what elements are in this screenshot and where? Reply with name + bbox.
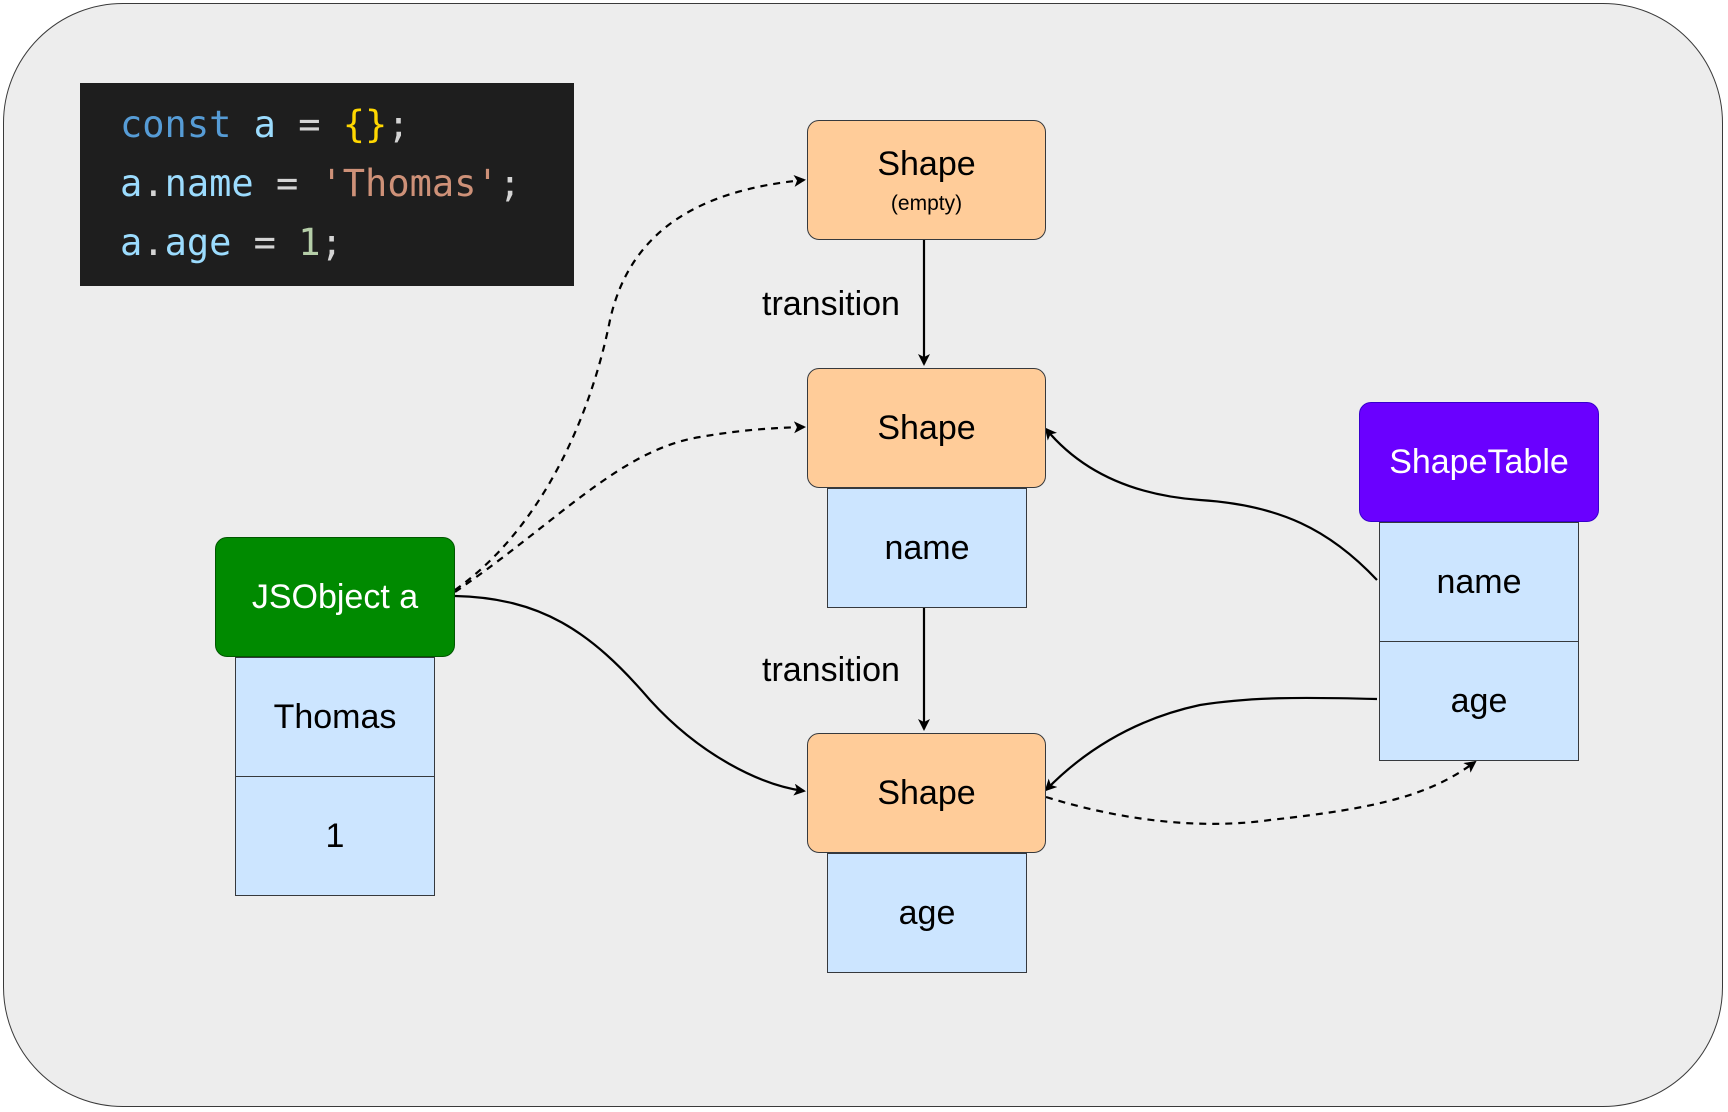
shapetable-entry: age [1379, 641, 1579, 761]
code-token: = [231, 221, 299, 264]
dashed-arrow-to-empty-shape [454, 174, 806, 591]
code-token: = [253, 162, 321, 205]
shapetable-entry: name [1379, 522, 1579, 642]
code-token: 'Thomas' [320, 162, 499, 205]
jsobject-slot: Thomas [235, 657, 435, 777]
code-token: ; [387, 103, 410, 146]
field-label: age [898, 893, 956, 932]
shape-age-node: Shape [807, 733, 1046, 853]
code-token: = [275, 103, 343, 146]
code-token: . [142, 162, 165, 205]
shapetable-age-arrow [1044, 696, 1378, 792]
code-token: {} [342, 103, 388, 146]
slot-value: Thomas [273, 697, 397, 736]
code-token: a [120, 221, 143, 264]
entry-label: age [1450, 681, 1508, 720]
slot-value: 1 [325, 816, 345, 855]
code-token: const [120, 103, 232, 146]
shape-title: Shape [877, 144, 976, 183]
dashed-arrow-to-name-shape [454, 421, 806, 593]
transition-label: transition [762, 285, 900, 323]
code-token: . [142, 221, 165, 264]
code-line: a.age = 1; [120, 213, 574, 272]
jsobject-node: JSObject a [215, 537, 455, 657]
entry-label: name [1436, 562, 1522, 601]
dashed-arrow-shape-to-table [1045, 760, 1477, 825]
shapetable-node: ShapeTable [1359, 402, 1599, 522]
shape-title: Shape [877, 773, 976, 812]
code-token: 1 [298, 221, 321, 264]
jsobject-title: JSObject a [251, 577, 419, 616]
shape-name-node: Shape [807, 368, 1046, 488]
code-snippet: const a = {};a.name = 'Thomas';a.age = 1… [80, 83, 574, 286]
shape-title: Shape [877, 408, 976, 447]
code-token: a [253, 103, 276, 146]
code-line: a.name = 'Thomas'; [120, 154, 574, 213]
code-token: name [164, 162, 254, 205]
code-token: a [120, 162, 143, 205]
transition-label: transition [762, 651, 900, 689]
jsobject-slot: 1 [235, 776, 435, 896]
shapetable-name-arrow [1044, 427, 1378, 581]
code-token: age [164, 221, 232, 264]
jsobject-shape-arrow [454, 594, 806, 796]
shape-age-field: age [827, 853, 1027, 973]
code-token: ; [320, 221, 343, 264]
code-token: ; [498, 162, 521, 205]
shape-name-field: name [827, 488, 1027, 608]
field-label: name [884, 528, 970, 567]
shape-empty-node: Shape (empty) [807, 120, 1046, 240]
code-line: const a = {}; [120, 95, 574, 154]
shape-subtitle: (empty) [890, 191, 963, 215]
shapetable-title: ShapeTable [1389, 442, 1569, 481]
